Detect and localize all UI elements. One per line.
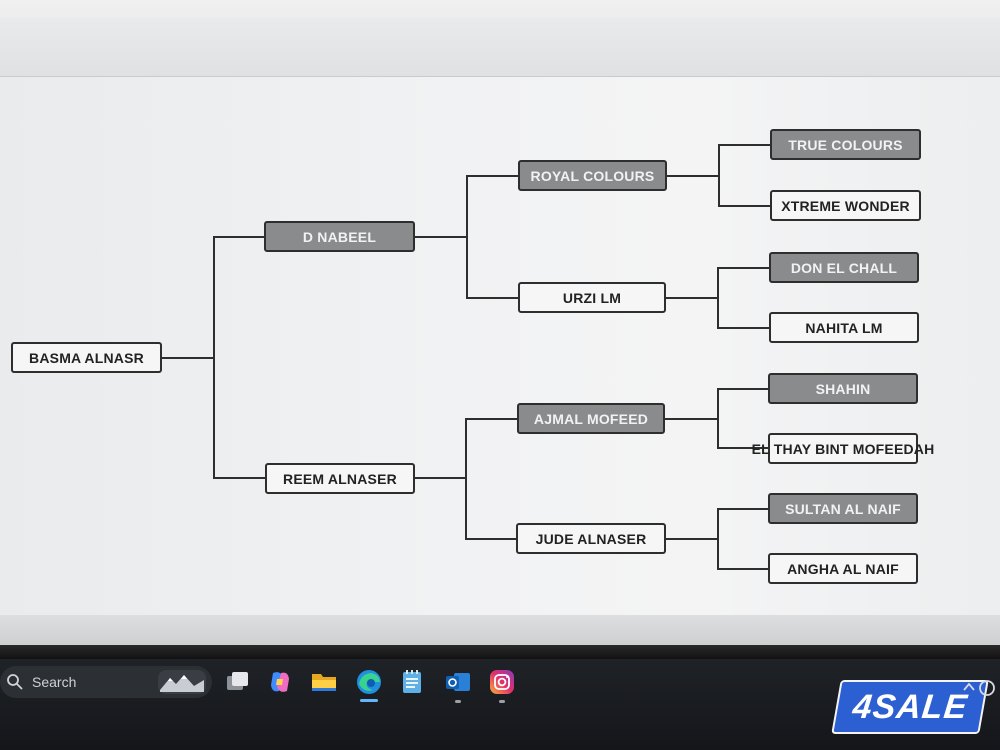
pedigree-node-dam-sire[interactable]: AJMAL MOFEED xyxy=(517,403,665,434)
monitor-bezel xyxy=(0,645,1000,659)
connector-root-lower xyxy=(213,358,265,479)
edge-icon[interactable] xyxy=(355,668,383,696)
pedigree-node-gen3-5[interactable]: SHAHIN xyxy=(768,373,918,404)
connector-root-upper xyxy=(213,236,264,358)
instagram-running-indicator xyxy=(499,700,505,703)
system-tray-icon[interactable] xyxy=(960,676,996,700)
pedigree-node-dam[interactable]: REEM ALNASER xyxy=(265,463,415,494)
connector-royal-upper xyxy=(718,144,770,176)
connector-ajmal-upper xyxy=(717,388,768,419)
watermark-text: 4SALE xyxy=(850,687,970,726)
connector-jude-lower xyxy=(717,539,768,570)
copilot-icon[interactable] xyxy=(266,668,294,696)
connector-jude-upper xyxy=(717,508,768,539)
pedigree-node-root[interactable]: BASMA ALNASR xyxy=(11,342,162,373)
search-placeholder: Search xyxy=(32,674,77,690)
outlook-icon[interactable] xyxy=(444,668,472,696)
edge-active-indicator xyxy=(360,699,378,702)
pedigree-canvas xyxy=(0,77,1000,615)
pedigree-node-gen3-3[interactable]: DON EL CHALL xyxy=(769,252,919,283)
notepad-icon[interactable] xyxy=(398,668,426,696)
connector-d-nabeel-lower xyxy=(466,237,518,299)
taskbar-search-box[interactable]: Search xyxy=(0,666,212,698)
pedigree-node-sire-dam[interactable]: URZI LM xyxy=(518,282,666,313)
search-icon xyxy=(7,674,23,690)
pedigree-node-gen3-1[interactable]: TRUE COLOURS xyxy=(770,129,921,160)
search-highlight-icon xyxy=(158,670,206,694)
pedigree-node-sire[interactable]: D NABEEL xyxy=(264,221,415,252)
task-view-icon[interactable] xyxy=(224,668,252,696)
pedigree-node-dam-dam[interactable]: JUDE ALNASER xyxy=(516,523,666,554)
pedigree-node-gen3-4[interactable]: NAHITA LM xyxy=(769,312,919,343)
browser-top-bar xyxy=(0,0,1000,77)
connector-urzi-lower xyxy=(717,298,769,329)
instagram-icon[interactable] xyxy=(488,668,516,696)
connector-royal-lower xyxy=(718,176,770,207)
pedigree-node-gen3-6[interactable]: EL THAY BINT MOFEEDAH xyxy=(752,433,934,464)
connector-d-nabeel-upper xyxy=(466,175,518,237)
connector-reem-upper xyxy=(465,418,517,478)
pedigree-node-sire-sire[interactable]: ROYAL COLOURS xyxy=(518,160,667,191)
pedigree-node-gen3-7[interactable]: SULTAN AL NAIF xyxy=(768,493,918,524)
connector-reem-lower xyxy=(465,478,516,540)
canvas-bottom-bar xyxy=(0,615,1000,645)
connector-ajmal-lower xyxy=(717,419,768,449)
file-explorer-icon[interactable] xyxy=(310,668,338,696)
pedigree-node-gen3-8[interactable]: ANGHA AL NAIF xyxy=(768,553,918,584)
pedigree-node-gen3-2[interactable]: XTREME WONDER xyxy=(770,190,921,221)
connector-urzi-upper xyxy=(717,267,769,298)
outlook-running-indicator xyxy=(455,700,461,703)
pedigree-connectors xyxy=(162,144,770,570)
